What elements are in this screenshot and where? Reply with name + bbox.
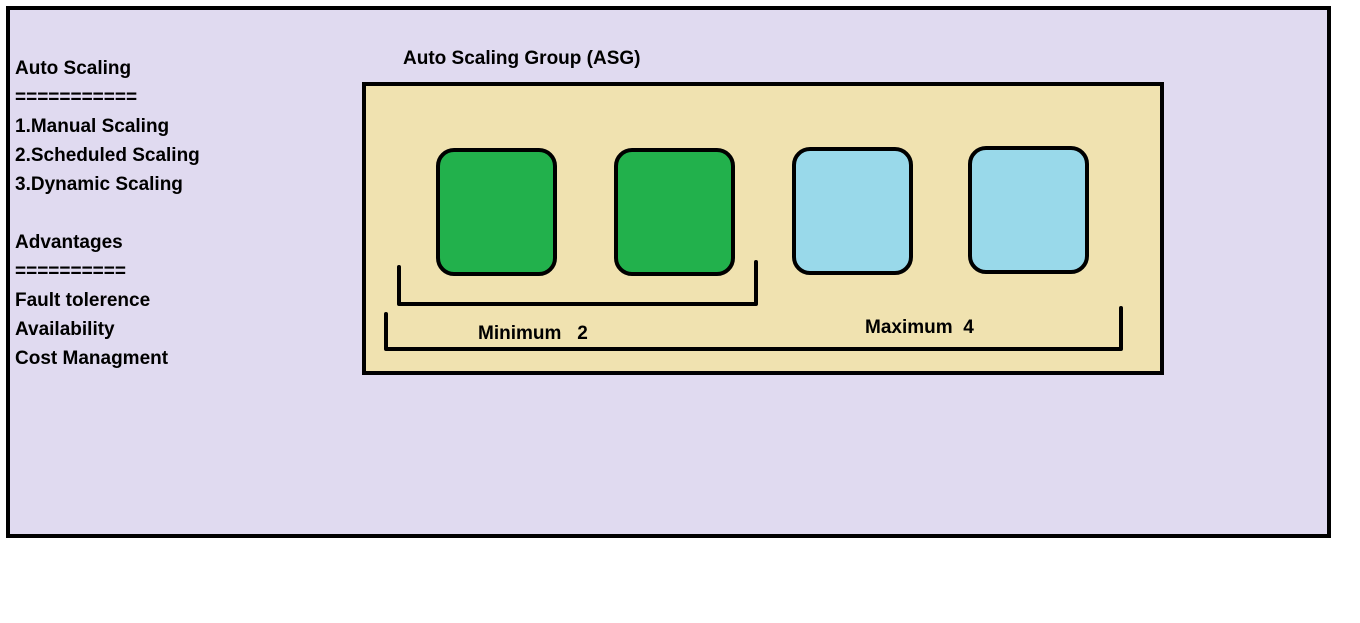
minimum-label: Minimum 2	[478, 323, 588, 344]
instance-running-1	[436, 148, 557, 276]
asg-title: Auto Scaling Group (ASG)	[403, 48, 641, 69]
advantage-item: Availability	[15, 319, 115, 340]
instance-idle-2	[968, 146, 1089, 274]
instance-running-2	[614, 148, 735, 276]
advantages-title: Advantages	[15, 232, 123, 253]
notes-title: Auto Scaling	[15, 58, 132, 79]
instance-idle-1	[792, 147, 913, 275]
notes-panel: Auto Scaling =========== 1.Manual Scalin…	[15, 54, 200, 373]
advantages-rule: ==========	[15, 261, 126, 282]
scaling-type-item: 1.Manual Scaling	[15, 116, 170, 137]
notes-title-rule: ===========	[15, 87, 138, 108]
advantage-item: Fault tolerence	[15, 290, 151, 311]
scaling-type-item: 3.Dynamic Scaling	[15, 174, 183, 195]
maximum-label: Maximum 4	[865, 317, 974, 338]
scaling-type-item: 2.Scheduled Scaling	[15, 145, 200, 166]
advantage-item: Cost Managment	[15, 348, 169, 369]
